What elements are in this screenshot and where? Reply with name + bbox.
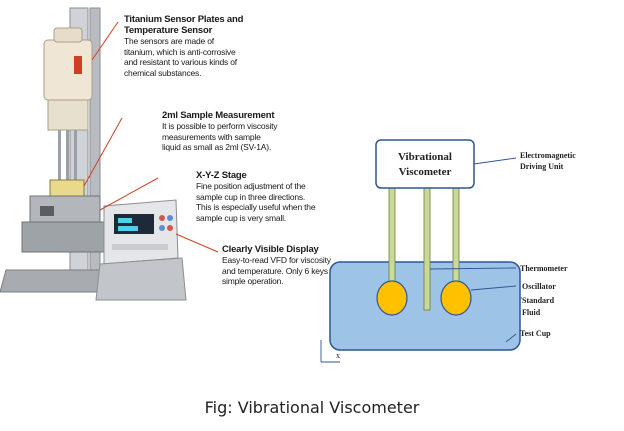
- callout-body-line: simple operation.: [222, 276, 284, 286]
- callout-body-line: sample cup in three directions.: [196, 191, 306, 202]
- callout-body-line: titanium, which is anti-corrosive: [124, 46, 236, 57]
- callout-body-line: liquid as small as 2ml (SV-1A).: [162, 142, 272, 152]
- callout-heading: X-Y-Z Stage: [196, 170, 247, 181]
- callout-display: Clearly Visible Display Easy-to-read VFD…: [222, 244, 352, 287]
- sensor-head: [43, 39, 93, 101]
- oscillator-left: [376, 280, 408, 316]
- callout-body-line: chemical substances.: [124, 67, 202, 78]
- driving-unit-label-2: Driving Unit: [520, 162, 564, 171]
- callout-sample-measurement: 2ml Sample Measurement It is possible to…: [162, 110, 322, 153]
- callout-heading-2: Temperature Sensor: [124, 25, 213, 36]
- callout-body-line: and resistant to various kinds of: [124, 57, 237, 67]
- driving-unit-label-1: Electromagnetic: [520, 151, 576, 160]
- callout-heading: Titanium Sensor Plates and: [124, 14, 244, 25]
- callout-body-line: measurements with sample: [162, 131, 261, 142]
- callout-body-line: The sensors are made of: [124, 36, 214, 46]
- oscillator-label: Oscillator: [522, 282, 556, 291]
- oscillator-right: [440, 280, 472, 316]
- viscometer-box-label-2: Viscometer: [399, 166, 452, 178]
- callout-body-line: This is especially useful when the: [196, 202, 316, 212]
- viscometer-box: [375, 139, 475, 189]
- axis-x-label: x: [336, 351, 340, 360]
- callout-body-line: Fine position adjustment of the: [196, 181, 306, 191]
- test-cup-label: Test Cup: [520, 329, 551, 338]
- callout-sensor-plates: Titanium Sensor Plates and Temperature S…: [124, 14, 294, 78]
- figure-caption: Fig: Vibrational Viscometer: [204, 398, 420, 417]
- callout-heading: 2ml Sample Measurement: [162, 110, 275, 121]
- standard-fluid-label-2: Fluid: [522, 308, 541, 317]
- vibrational-viscometer-diagram: Vibrational Viscometer Electromagnetic D…: [320, 139, 576, 363]
- viscometer-box-label-1: Vibrational: [398, 151, 452, 163]
- oscillator-rod-left: [388, 185, 396, 297]
- viscometer-instrument-photo: [0, 7, 219, 301]
- callout-xyz-stage: X-Y-Z Stage Fine position adjustment of …: [196, 170, 346, 223]
- sensor-plates: [58, 130, 61, 185]
- thermometer-rod: [423, 185, 431, 311]
- callout-body-line: Easy-to-read VFD for viscosity: [222, 255, 331, 265]
- callout-heading: Clearly Visible Display: [222, 244, 319, 255]
- callout-body-line: and temperature. Only 6 keys fo: [222, 265, 337, 276]
- thermometer-label: Thermometer: [520, 264, 568, 273]
- callout-body-line: It is possible to perform viscosity: [162, 121, 278, 131]
- oscillator-rod-right: [452, 185, 460, 297]
- standard-fluid-label-1: Standard: [522, 296, 555, 305]
- callout-body-line: sample cup is very small.: [196, 212, 286, 223]
